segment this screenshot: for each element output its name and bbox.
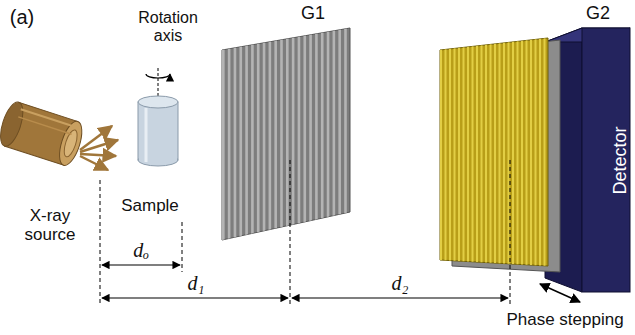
grating-label: G1 (293, 4, 333, 24)
grating-slat (458, 48, 460, 261)
grating-slat (539, 39, 541, 266)
grating-slat (228, 49, 231, 239)
reference-lines (100, 160, 510, 305)
axis-label: Rotation axis (128, 9, 208, 44)
grating-g2 (440, 38, 560, 272)
grating-slat (321, 33, 324, 219)
grating-slat (503, 43, 505, 264)
grating-slat (445, 49, 447, 260)
distance-label: d₂ (380, 272, 420, 294)
sample-cylinder (138, 68, 178, 166)
grating-slat (263, 43, 266, 232)
grating-slat (344, 29, 347, 214)
xray-beams (80, 126, 118, 170)
grating-slat (338, 30, 341, 215)
grating-slat (327, 32, 330, 218)
grating-slat (454, 48, 456, 261)
grating-slat (494, 44, 496, 263)
grating-slat (303, 36, 306, 223)
dimension-arrows (102, 265, 508, 298)
motion-label: Phase stepping (500, 311, 630, 330)
grating-slat (315, 34, 318, 220)
grating-slat (499, 43, 501, 263)
grating-slat (463, 47, 465, 261)
grating-slat (517, 41, 519, 264)
distance-label: dₒ (121, 239, 161, 261)
detector-box: Detector (582, 28, 635, 292)
distance-label: d₁ (176, 272, 216, 294)
grating-slat (544, 38, 546, 266)
panel-label: (a) (2, 6, 42, 28)
grating-label: G2 (578, 4, 618, 24)
grating-slat (530, 40, 532, 265)
detector-label: Detector (610, 126, 631, 194)
grating-slat (526, 40, 528, 265)
grating-slat (280, 40, 283, 228)
stepping-arrow (540, 284, 580, 302)
grating-slat (298, 37, 301, 224)
xray-source (0, 100, 86, 168)
source-label: X-ray source (4, 207, 96, 244)
grating-slat (535, 39, 537, 265)
grating-slat (333, 31, 336, 216)
grating-slat (274, 41, 277, 229)
grating-slat (508, 42, 510, 264)
sample-label: Sample (115, 197, 185, 216)
grating-slat (449, 49, 451, 261)
grating-slat (251, 45, 254, 234)
grating-slat (245, 46, 248, 235)
grating-slat (490, 44, 492, 263)
grating-slat (485, 45, 487, 263)
grating-slat (222, 50, 225, 240)
grating-slat (239, 47, 242, 237)
grating-slat (476, 46, 478, 262)
grating-slat (292, 38, 295, 225)
grating-slat (309, 35, 312, 221)
grating-slat (481, 45, 483, 262)
grating-slat (512, 42, 514, 264)
grating-slat (286, 39, 289, 226)
grating-slat (472, 46, 474, 262)
grating-g1 (222, 28, 350, 240)
grating-slat (521, 41, 523, 265)
grating-slat (257, 44, 260, 233)
grating-slat (440, 50, 442, 260)
grating-slat (234, 48, 237, 238)
grating-slat (467, 47, 469, 262)
grating-slat (269, 42, 272, 230)
